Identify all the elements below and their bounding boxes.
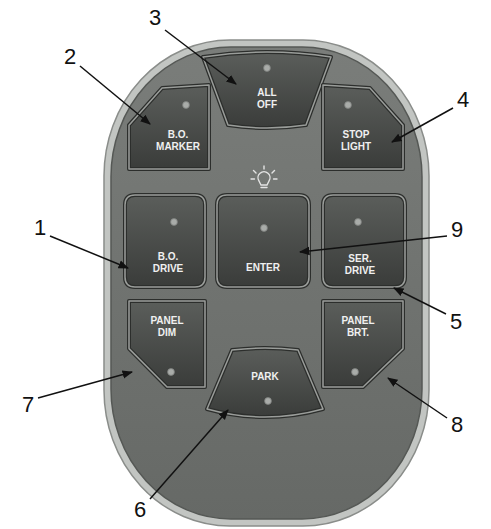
leader-line [38, 372, 132, 398]
indicator-led [183, 102, 190, 109]
button-label: STOP LIGHT [336, 129, 376, 152]
light-icon [251, 166, 277, 188]
keypad-button: ALL OFF [200, 48, 334, 132]
indicator-led [171, 219, 178, 226]
keypad-button: PANEL DIM [126, 298, 208, 390]
leader-line [150, 410, 228, 499]
button-label: PARK [235, 371, 295, 383]
button-shape [204, 345, 326, 423]
callout-number: 9 [451, 219, 463, 241]
keypad-button: PANEL BRT. [320, 298, 406, 390]
button-label: PANEL DIM [147, 315, 187, 338]
button-label: B.O. DRIVE [148, 251, 188, 274]
indicator-led [261, 225, 268, 232]
button-shape [126, 82, 212, 172]
keypad-button: PARK [204, 345, 326, 423]
keypad-button: B.O. DRIVE [122, 192, 208, 290]
button-shape [320, 298, 406, 390]
leader-line [388, 378, 447, 418]
button-label: B.O. MARKER [156, 129, 200, 152]
callout-number: 6 [134, 499, 146, 521]
keypad-button: B.O. MARKER [126, 82, 212, 172]
keypad-rim [104, 40, 429, 526]
keypad-button: STOP LIGHT [320, 82, 406, 172]
keypad-face [111, 47, 422, 519]
leader-line [165, 30, 236, 84]
leader-line [394, 288, 446, 314]
indicator-led [345, 102, 352, 109]
callout-number: 4 [457, 89, 469, 111]
callout-number: 8 [451, 414, 463, 436]
button-shape [214, 192, 312, 290]
callout-number: 5 [450, 311, 462, 333]
callout-number: 7 [22, 394, 34, 416]
callout-number: 2 [64, 46, 76, 68]
indicator-led [352, 369, 359, 376]
leader-line [80, 66, 150, 124]
button-label: ENTER [233, 262, 293, 274]
button-shape [122, 192, 208, 290]
leader-line [50, 236, 128, 268]
indicator-led [265, 398, 272, 405]
button-shape [126, 298, 208, 390]
callout-number: 3 [149, 7, 161, 29]
leader-line [392, 108, 453, 142]
leader-line [300, 236, 447, 252]
keypad-button: ENTER [214, 192, 312, 290]
indicator-led [355, 219, 362, 226]
button-shape [320, 82, 406, 172]
indicator-led [168, 369, 175, 376]
button-label: ALL OFF [253, 87, 281, 110]
callout-number: 1 [34, 217, 46, 239]
indicator-led [264, 65, 271, 72]
button-label: PANEL BRT. [338, 315, 378, 338]
button-label: SER. DRIVE [340, 253, 380, 276]
